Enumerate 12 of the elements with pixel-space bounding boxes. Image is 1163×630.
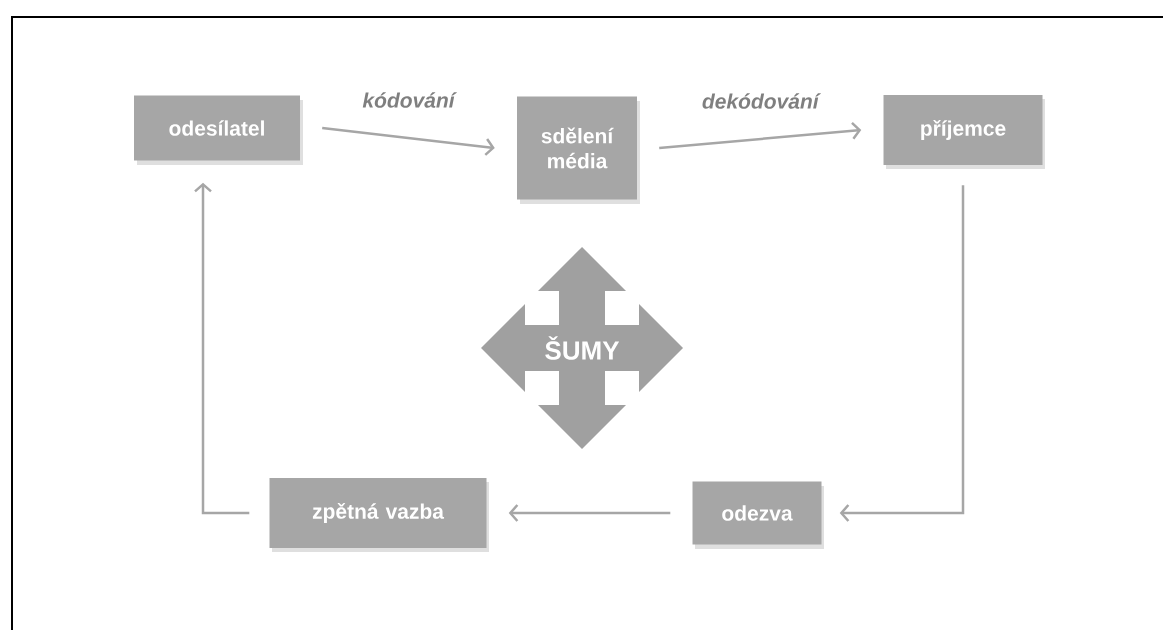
process-box: příjemce [883,95,1045,169]
edge-label: kódování [362,92,457,108]
arrow [194,182,250,515]
process-box: odesílatel [134,95,303,165]
arrow [508,504,671,522]
arrow [659,121,862,150]
arrow [322,126,495,156]
process-box: odezva [692,481,824,549]
process-box: zpětná vazba [269,478,489,552]
arrow [839,185,965,522]
edge-label: dekódování [702,93,821,109]
process-box: sdělení média [517,96,640,204]
